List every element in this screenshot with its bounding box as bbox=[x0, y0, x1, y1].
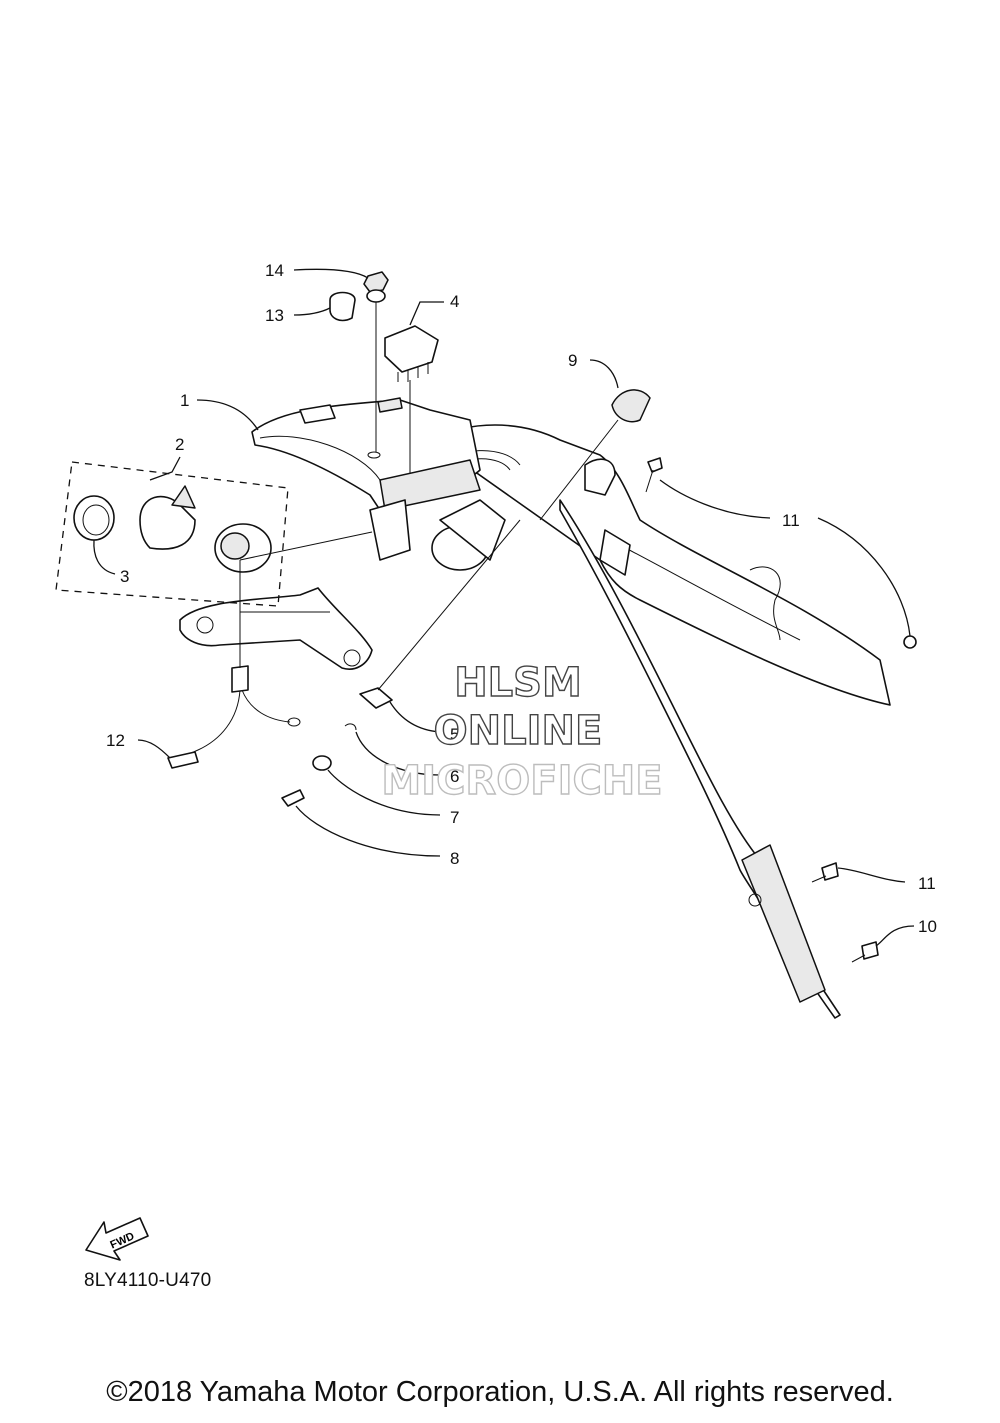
callout-8: 8 bbox=[450, 849, 459, 868]
callout-4: 4 bbox=[450, 292, 459, 311]
callout-12: 12 bbox=[106, 731, 125, 750]
watermark-line-3: MICROFICHE bbox=[381, 758, 662, 804]
switch-part-4 bbox=[384, 325, 439, 382]
fwd-arrow-icon: FWD bbox=[85, 1217, 149, 1261]
seat-panel bbox=[251, 397, 481, 561]
watermark: HLSM ONLINE MICROFICHE bbox=[381, 659, 664, 804]
leader-lines bbox=[93, 268, 915, 947]
clip-part-2 bbox=[139, 485, 196, 550]
watermark-line-1: HLSM bbox=[454, 660, 582, 706]
callout-7: 7 bbox=[450, 808, 459, 827]
nut-part-14 bbox=[363, 271, 389, 293]
callout-11-upper: 11 bbox=[782, 511, 800, 530]
callout-5: 5 bbox=[450, 725, 459, 744]
fasteners bbox=[167, 457, 917, 963]
callout-11-lower: 11 bbox=[918, 874, 936, 893]
callout-2: 2 bbox=[175, 435, 184, 454]
cap-part-9 bbox=[611, 389, 651, 423]
ring-part-3 bbox=[73, 495, 115, 541]
rear-cowling-body bbox=[429, 424, 891, 1019]
copyright-footer: ©2018 Yamaha Motor Corporation, U.S.A. A… bbox=[106, 1376, 894, 1408]
callout-1: 1 bbox=[180, 391, 189, 410]
inset-box bbox=[55, 461, 289, 607]
callout-labels: 1 2 3 4 5 6 7 8 9 10 11 11 12 13 14 bbox=[106, 261, 937, 936]
watermark-line-2: ONLINE bbox=[434, 708, 603, 754]
callout-6: 6 bbox=[450, 767, 459, 786]
callout-13: 13 bbox=[265, 306, 284, 325]
callout-10: 10 bbox=[918, 917, 937, 936]
socket-part bbox=[214, 523, 272, 573]
washer-part-13 bbox=[329, 289, 386, 322]
callout-9: 9 bbox=[568, 351, 577, 370]
callout-14: 14 bbox=[265, 261, 284, 280]
callout-3: 3 bbox=[120, 567, 129, 586]
grab-bar bbox=[179, 587, 373, 670]
drawing-number: 8LY4110-U470 bbox=[84, 1270, 212, 1291]
